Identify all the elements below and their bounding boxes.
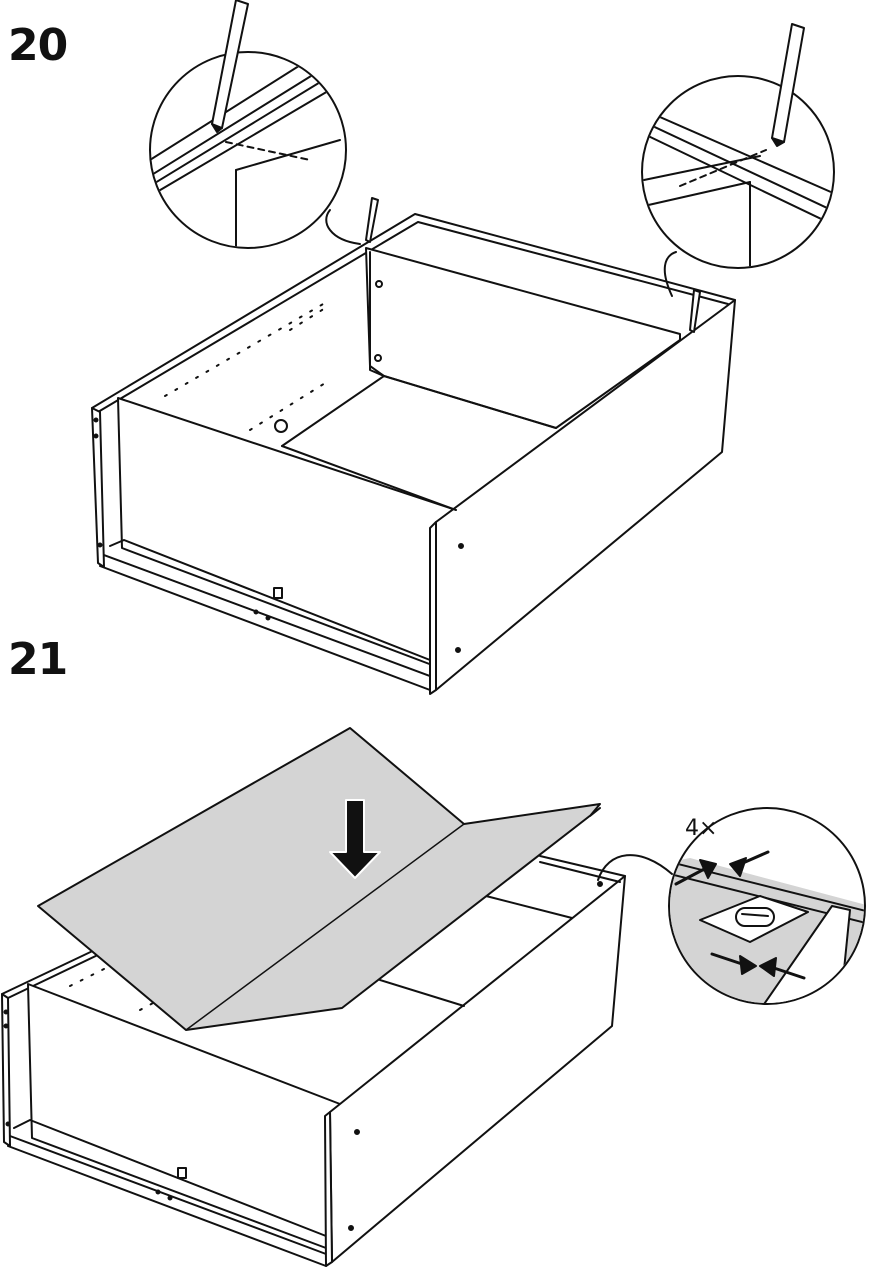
magnifier-callout-icon <box>150 0 360 250</box>
magnifier-callout-icon <box>642 24 840 296</box>
magnifier-callout-icon <box>598 808 870 1010</box>
quantity-label: 4× <box>685 816 717 841</box>
step-20-drawer-box <box>92 214 735 694</box>
